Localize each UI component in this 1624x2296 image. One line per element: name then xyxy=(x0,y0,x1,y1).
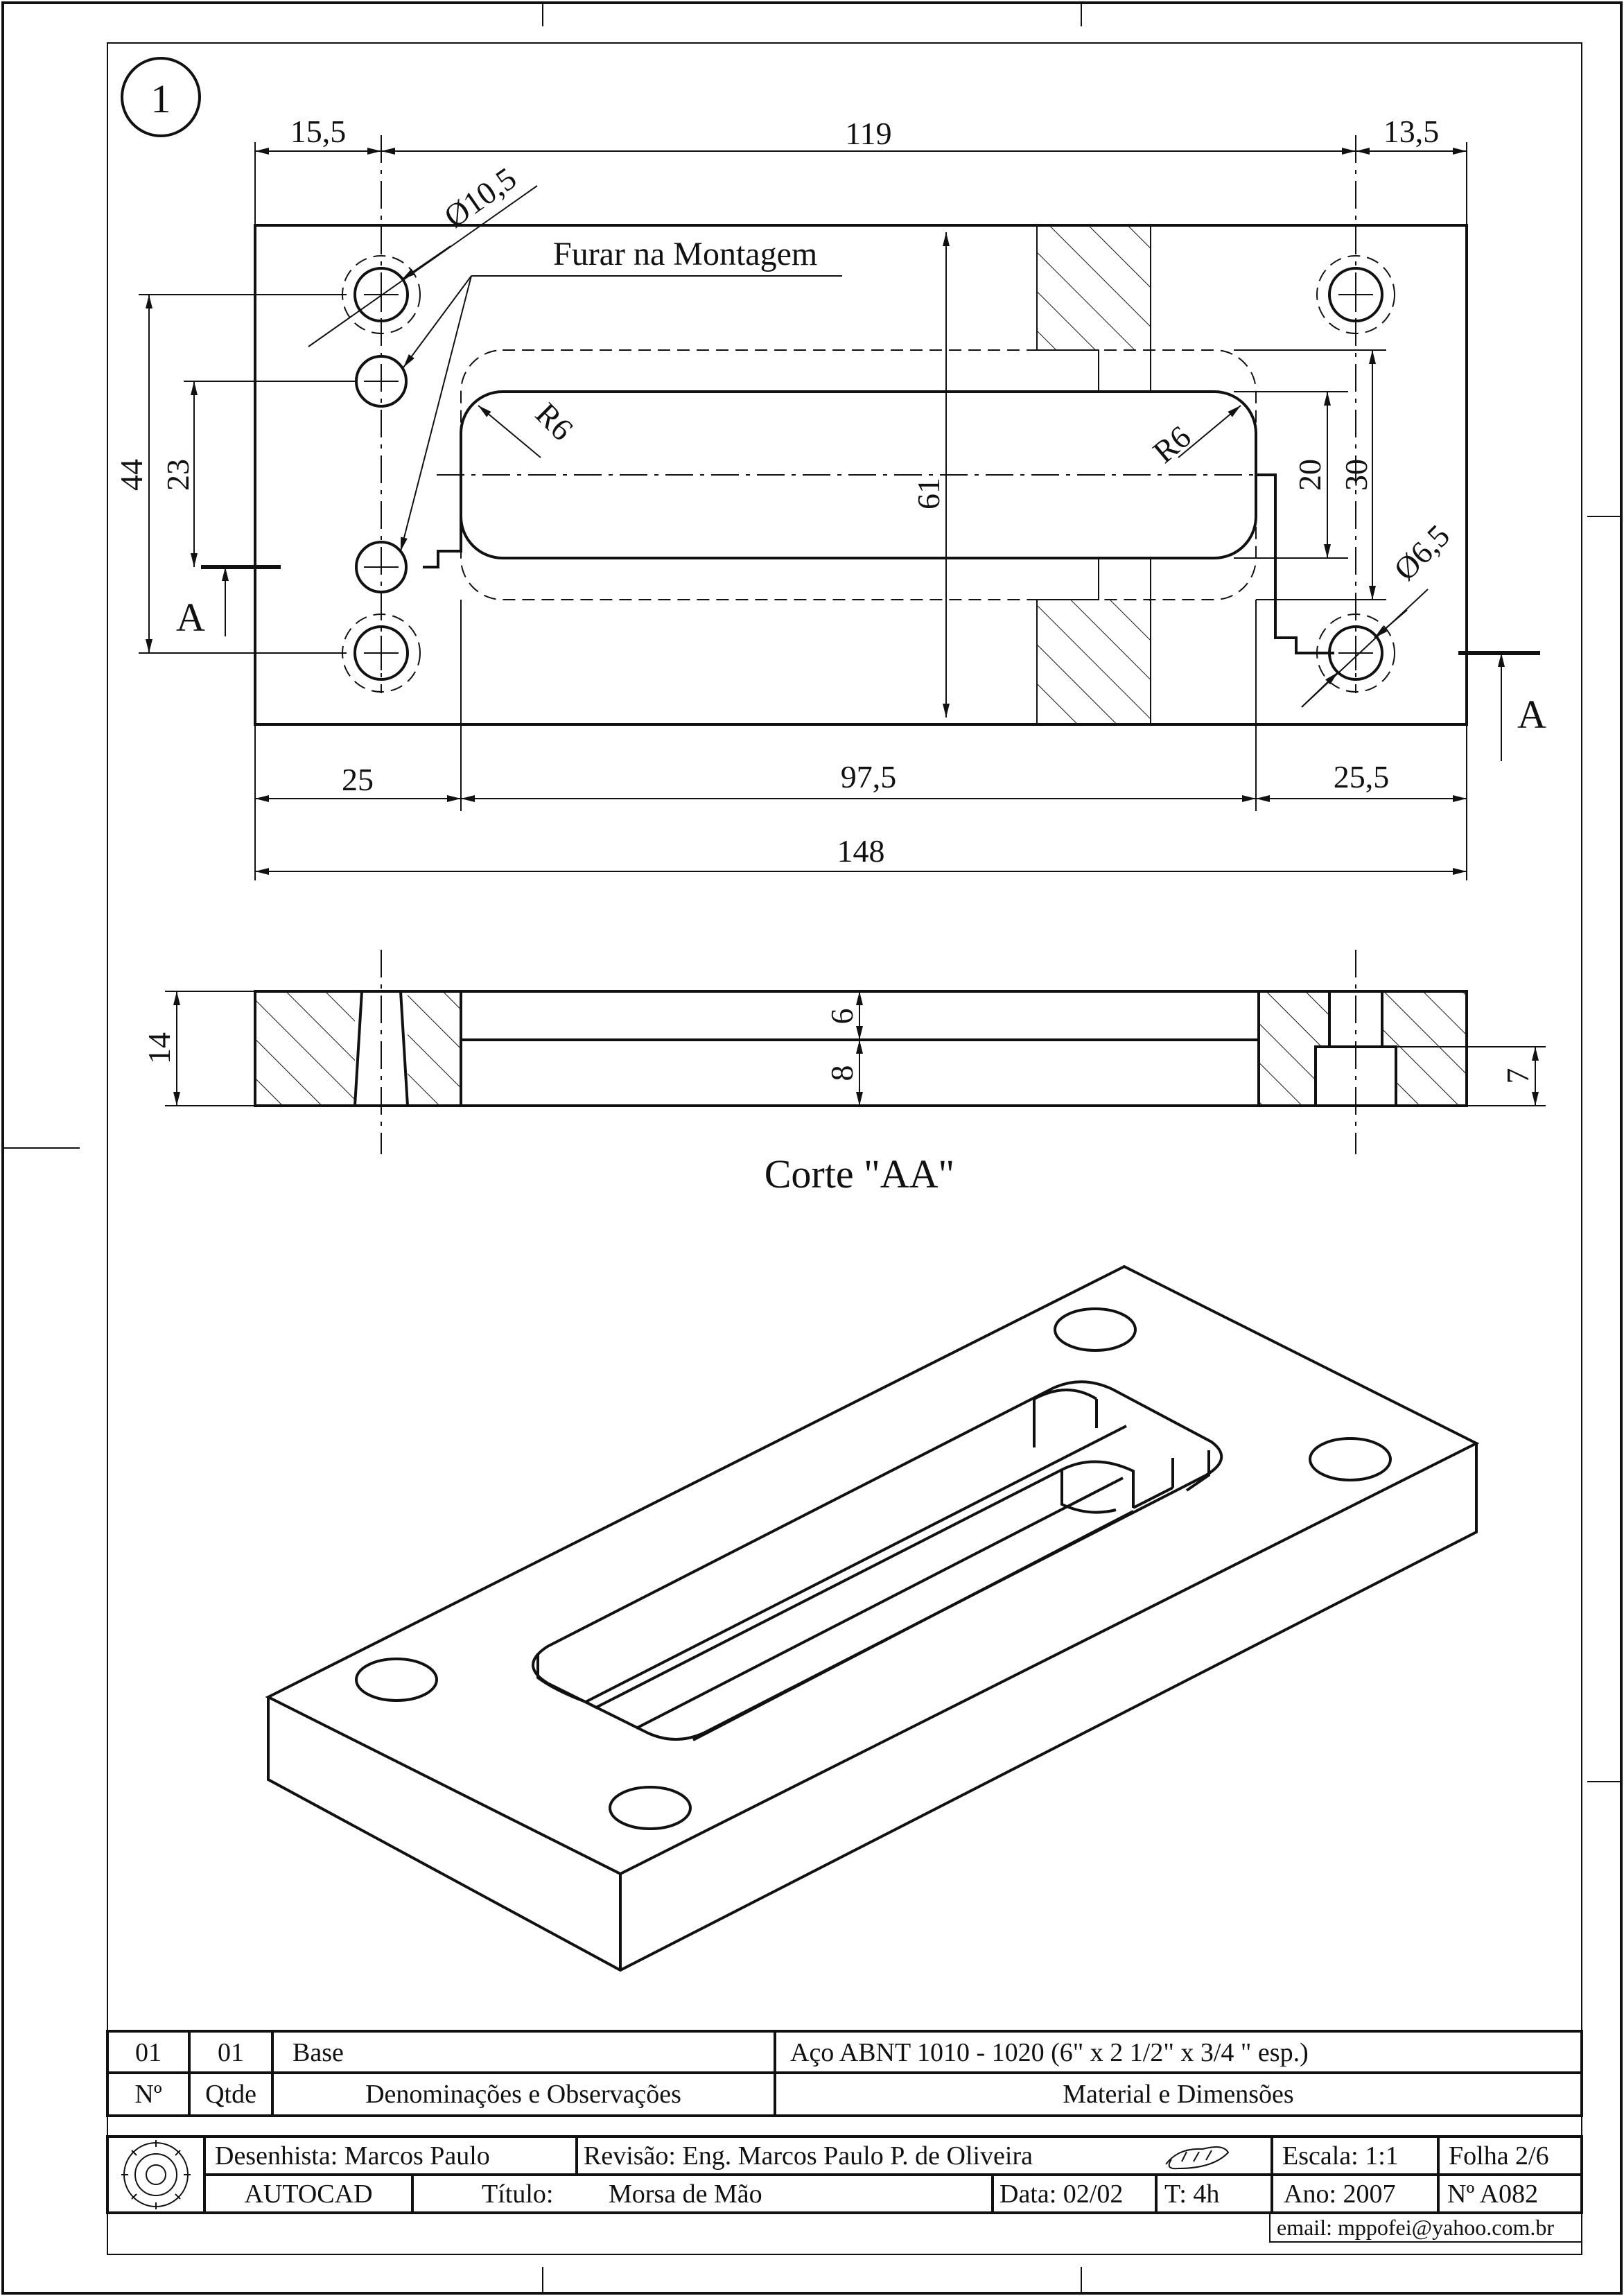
title-block: Desenhista: Marcos Paulo Revisão: Eng. M… xyxy=(106,2115,1583,2243)
dim-7: 7 xyxy=(1500,1068,1535,1084)
parts-row-num: 01 xyxy=(135,2038,161,2067)
top-dimensions: 15,5 119 13,5 xyxy=(254,114,1467,225)
revision: Revisão: Eng. Marcos Paulo P. de Oliveir… xyxy=(584,2141,1033,2171)
parts-header-name: Denominações e Observações xyxy=(365,2080,681,2109)
view-number-badge: 1 xyxy=(121,57,201,137)
section-marker-left: A xyxy=(176,595,205,640)
dim-20: 20 xyxy=(1292,459,1327,491)
parts-header-material: Material e Dimensões xyxy=(1063,2080,1293,2109)
sheet-number: Folha 2/6 xyxy=(1449,2141,1549,2171)
dim-dia-6-5: Ø6,5 xyxy=(1387,518,1456,587)
parts-header-qty: Qtde xyxy=(205,2080,256,2109)
parts-row-material: Aço ABNT 1010 - 1020 (6" x 2 1/2" x 3/4 … xyxy=(790,2038,1309,2067)
assembly-note: Furar na Montagem xyxy=(400,236,842,552)
centering-marks xyxy=(3,3,1621,2293)
section-marker-right: A xyxy=(1517,692,1546,737)
dim-13-5: 13,5 xyxy=(1383,114,1440,149)
section-view: 14 6 8 7 Corte "AA" xyxy=(141,950,1546,1197)
dim-dia-10-5: Ø10,5 xyxy=(437,160,522,234)
title-label: Título: xyxy=(482,2180,553,2209)
signature xyxy=(1165,2146,1230,2170)
dim-8: 8 xyxy=(824,1066,859,1081)
dim-61: 61 xyxy=(911,478,946,510)
designer: Desenhista: Marcos Paulo xyxy=(215,2141,490,2171)
isometric-view xyxy=(265,1264,1480,1972)
view-number: 1 xyxy=(151,76,171,121)
institution-logo xyxy=(121,2140,191,2209)
parts-row-qty: 01 xyxy=(218,2038,244,2067)
bottom-dimensions: 25 97,5 25,5 148 xyxy=(254,600,1467,880)
dim-97-5: 97,5 xyxy=(841,759,897,794)
dim-148: 148 xyxy=(837,833,885,869)
email: email: mppofei@yahoo.com.br xyxy=(1277,2215,1554,2240)
software: AUTOCAD xyxy=(244,2180,372,2209)
year: Ano: 2007 xyxy=(1284,2180,1396,2209)
dia-large-leader: Ø10,5 xyxy=(308,160,538,347)
inner-border xyxy=(107,42,1582,2255)
note-furar-na-montagem: Furar na Montagem xyxy=(553,236,817,272)
drawing-number: Nº A082 xyxy=(1447,2180,1538,2209)
left-dimensions: 44 23 xyxy=(114,294,355,654)
dim-119: 119 xyxy=(845,116,891,151)
dim-15-5: 15,5 xyxy=(290,114,347,149)
dim-6: 6 xyxy=(824,1009,859,1025)
parts-header-num: Nº xyxy=(134,2080,161,2109)
dim-r6-right: R6 xyxy=(1146,419,1198,470)
date: Data: 02/02 xyxy=(999,2180,1123,2209)
radius-leaders: R6 R6 xyxy=(478,396,1241,470)
time: T: 4h xyxy=(1164,2180,1219,2209)
drawing-title: Morsa de Mão xyxy=(609,2180,762,2209)
dim-r6-left: R6 xyxy=(529,396,580,447)
plate-outline xyxy=(254,224,1468,726)
dim-14: 14 xyxy=(141,1032,177,1064)
hatched-section-strip xyxy=(1036,225,1151,724)
section-label: Corte "AA" xyxy=(765,1151,954,1197)
dim-25-5: 25,5 xyxy=(1334,759,1390,794)
plan-view: A A 15,5 119 13,5 Ø10,5 Furar na Montage… xyxy=(114,114,1546,880)
dim-25: 25 xyxy=(342,762,374,797)
parts-list: 01 01 Base Aço ABNT 1010 - 1020 (6" x 2 … xyxy=(106,2030,1583,2117)
scale: Escala: 1:1 xyxy=(1282,2141,1399,2171)
dim-44: 44 xyxy=(114,459,149,491)
parts-row-name: Base xyxy=(293,2038,344,2067)
dim-30: 30 xyxy=(1338,459,1374,491)
section-cut-line: A A xyxy=(176,473,1546,761)
dim-23: 23 xyxy=(160,459,195,491)
